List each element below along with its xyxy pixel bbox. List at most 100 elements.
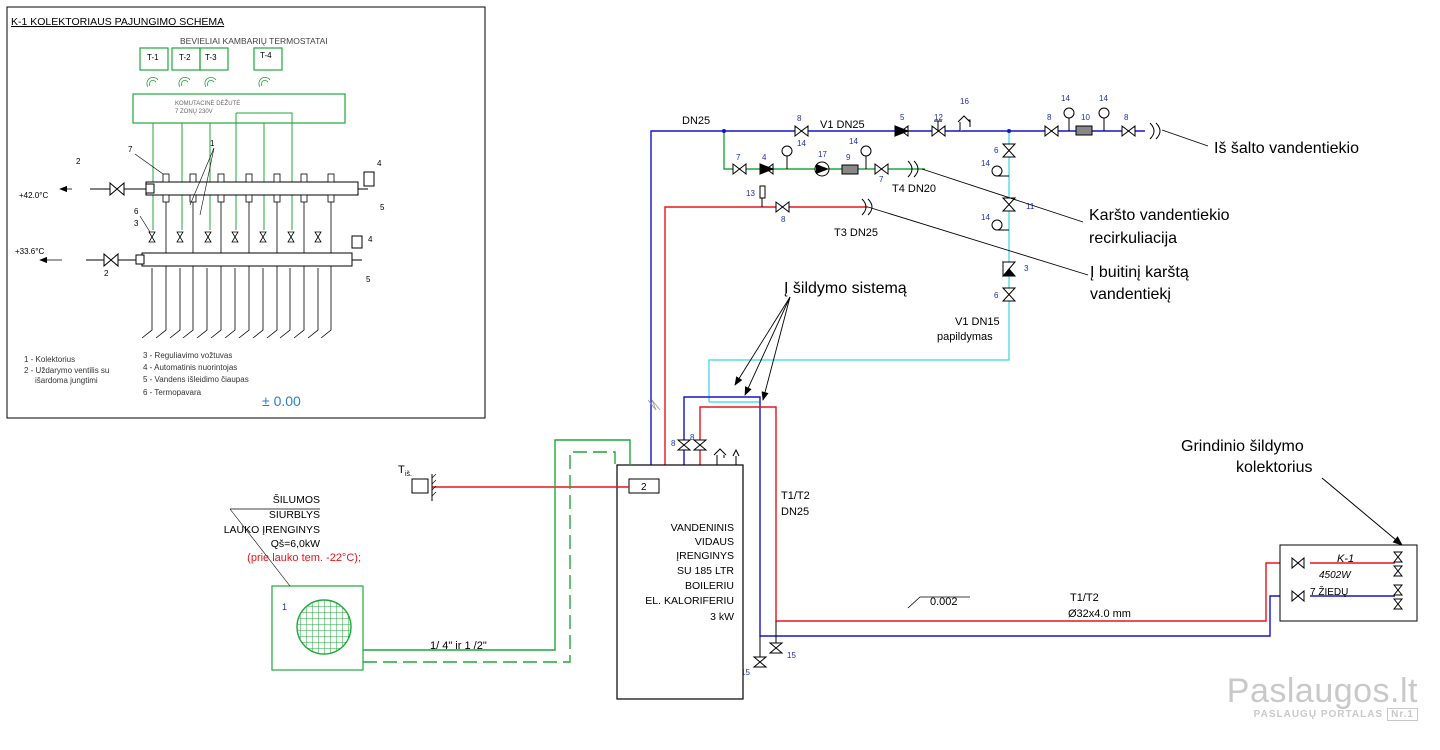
heat-pump-note: (prie lauko tem. -22°C); [247,552,361,564]
manifold-model: 4502W [1319,570,1352,581]
inset-subtitle: BEVIELIAI KAMBARIŲ TERMOSTATAI [180,36,328,46]
svg-text:1: 1 [210,139,215,148]
heat-pump-leader [229,508,291,587]
v1-dn15-label: V1 DN15 [955,316,1000,328]
legend-item-4: 4 - Automatinis nuorintojas [143,363,237,372]
svg-text:8: 8 [797,114,802,123]
slope-label: 0.002 [930,596,958,608]
dn25-t1t2-label: DN25 [781,506,809,518]
indoor-unit-pipes [683,396,1310,660]
t3-line [664,206,868,465]
check-valve-icon [759,124,1017,278]
thermostat-t3: T-3 [205,53,217,62]
svg-text:17: 17 [818,150,827,159]
pipe-break-icon [861,122,1161,216]
inset-panel: K-1 KOLEKTORIAUS PAJUNGIMO SCHEMA BEVIEL… [6,6,486,419]
junction-box [132,93,346,124]
svg-text:5: 5 [366,275,371,284]
svg-text:8: 8 [781,215,786,224]
svg-text:15: 15 [741,668,750,677]
indoor-unit-label: VANDENINIS VIDAUS ĮRENGINYS SU 185 LTR B… [645,522,734,623]
wall-hatch [431,473,437,497]
t4-dn20-label: T4 DN20 [892,183,936,195]
svg-text:8: 8 [1047,113,1052,122]
svg-text:4: 4 [368,235,373,244]
svg-text:15: 15 [787,651,796,660]
fan-grille-icon [296,599,352,655]
hot-water-label-2: vandentiekį [1090,286,1171,303]
junction-box-sub: 7 ZONŲ 230V [175,109,213,115]
svg-text:5: 5 [380,203,385,212]
inset-frame [6,6,486,419]
thermostat-t1: T-1 [147,53,159,62]
papildymas-label: papildymas [937,331,993,343]
level-mark: ± 0.00 [262,393,301,409]
supply-temp: +42.0°C [19,191,48,200]
tis-label: T [398,464,405,476]
svg-text:13: 13 [746,189,755,198]
svg-text:SU 185 LTR: SU 185 LTR [677,565,734,577]
svg-text:VANDENINIS: VANDENINIS [671,522,734,534]
svg-text:Qš=6,0kW: Qš=6,0kW [271,538,320,550]
svg-text:3 kW: 3 kW [710,611,734,623]
watermark-tagline-text: PASLAUGŲ PORTALAS [1253,709,1384,720]
svg-text:16: 16 [960,97,969,106]
inset-title: K-1 KOLEKTORIAUS PAJUNGIMO SCHEMA [11,16,224,28]
junction-box-label: KOMUTACINĖ DĖŽUTĖ [175,99,240,107]
svg-text:2: 2 [76,157,81,166]
junction-dot [1007,129,1011,133]
thermostat-t2: T-2 [179,53,191,62]
manifold-valves [1291,551,1404,610]
cold-water-label: Iš šalto vandentiekio [1214,140,1359,157]
svg-text:7: 7 [128,145,133,154]
svg-text:14: 14 [981,213,990,222]
drain-valve-icon [676,439,784,668]
safety-valve-icon [957,115,971,131]
watermark-brand: Paslaugos.lt [1226,672,1418,710]
svg-text:12: 12 [934,113,943,122]
manifold-leader [1321,477,1403,546]
slope-mark [907,596,970,609]
fill-line [708,131,1010,403]
circulation-pump-icon [814,161,830,177]
flow-ticks [647,399,661,411]
legend-item-2: 2 - Uždarymo ventilis su [24,366,109,375]
flow-arrows [39,185,72,264]
svg-text:9: 9 [846,153,851,162]
label-leaders [734,129,1209,401]
svg-text:ĮRENGINYS: ĮRENGINYS [676,550,734,562]
component-numbers: 8 5 12 16 14 14 8 8 10 7 4 14 17 14 9 7 … [671,94,1129,677]
svg-text:EL. KALORIFERIU: EL. KALORIFERIU [645,595,734,607]
svg-text:VIDAUS: VIDAUS [695,536,734,548]
svg-text:14: 14 [797,139,806,148]
t1t2-pipe-label: T1/T2 [1070,592,1099,604]
v1-dn25-label: V1 DN25 [820,119,865,131]
svg-text:14: 14 [849,137,858,146]
pipe-ref-label: 1/ 4" ir 1 /2" [430,640,487,652]
manifold-loops: 7 ŽIEDŲ [1310,585,1348,598]
svg-text:5: 5 [900,113,905,122]
svg-text:8: 8 [690,433,695,442]
filter-icon [1075,125,1093,136]
svg-text:3: 3 [1024,264,1029,273]
svg-text:8: 8 [1124,113,1129,122]
inset-callouts: 2 7 1 4 5 6 3 4 2 5 [76,139,385,284]
heat-pump-label: ŠILUMOS SIURBLYS LAUKO ĮRENGINYS Qš=6,0k… [224,493,320,550]
cold-water-line [650,130,1145,465]
legend-item-3: 3 - Reguliavimo vožtuvas [143,351,232,360]
svg-text:14: 14 [1099,94,1108,103]
hot-recirc-label: Karšto vandentiekio [1089,207,1230,224]
svg-text:8: 8 [671,439,676,448]
thermostat-boxes [139,47,283,71]
indoor-num-2: 2 [641,482,647,493]
return-temp: +33.6°C [15,247,44,256]
air-vent-icon [713,448,740,465]
svg-text:10: 10 [1081,113,1090,122]
refrigerant-lines [363,439,631,663]
pressure-reducer-icon [931,120,946,138]
svg-text:LAUKO ĮRENGINYS: LAUKO ĮRENGINYS [224,524,320,536]
svg-text:ŠILUMOS: ŠILUMOS [273,493,320,506]
